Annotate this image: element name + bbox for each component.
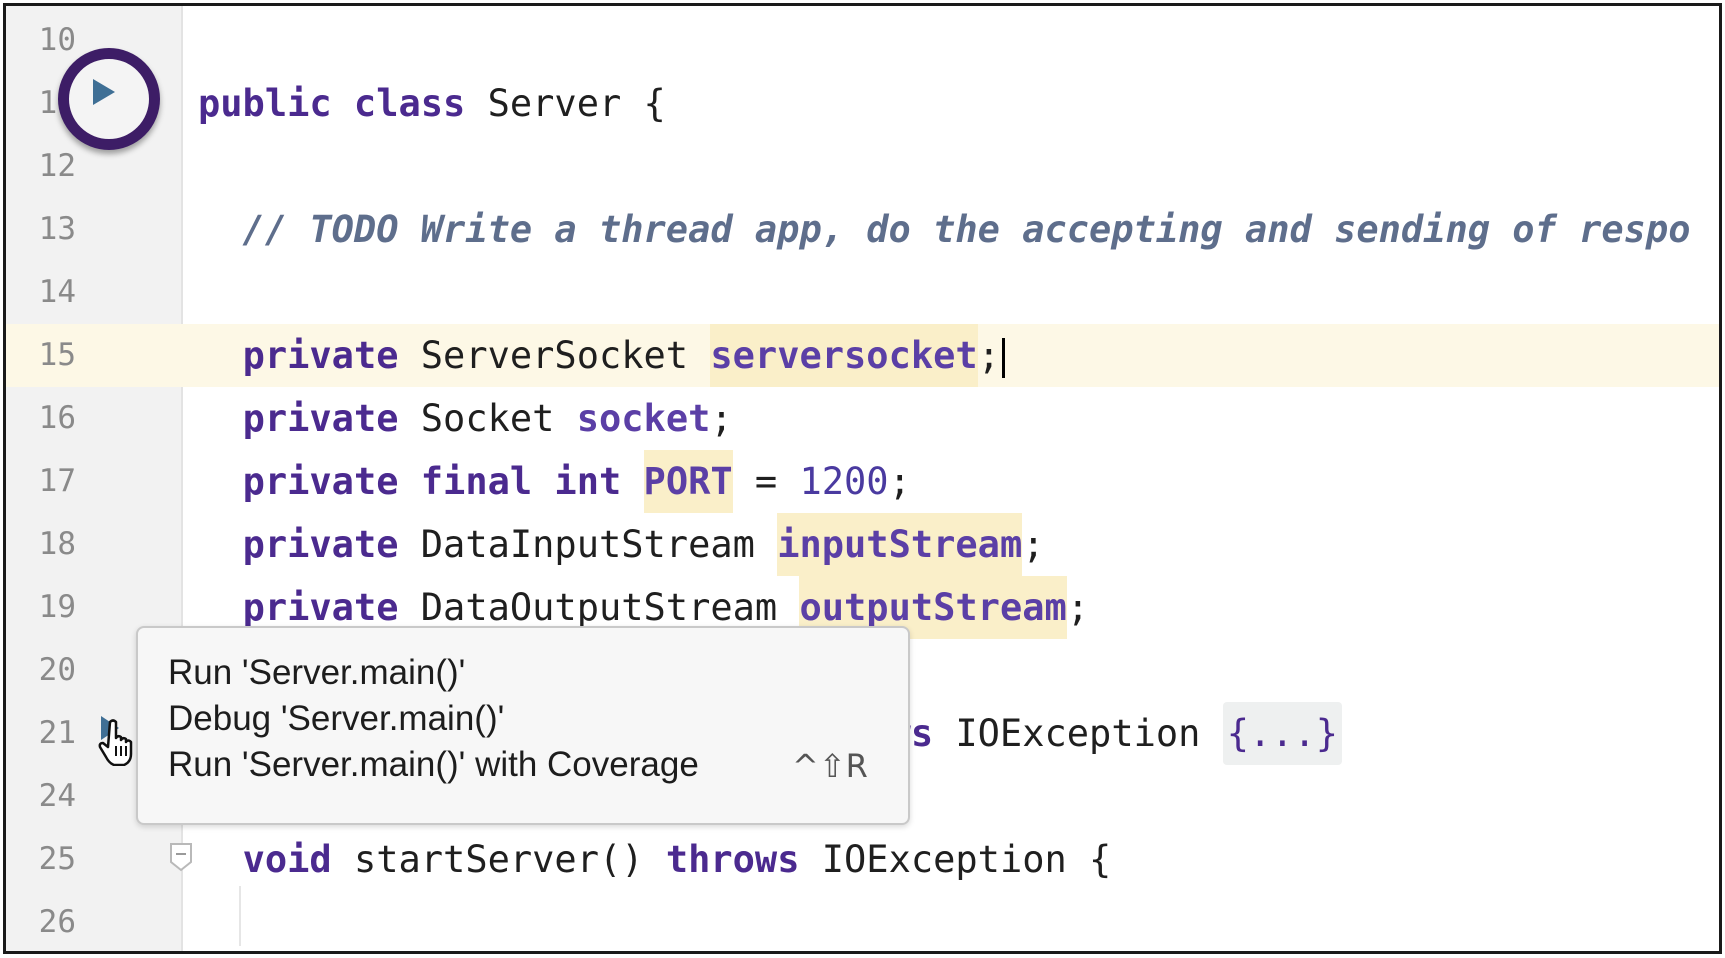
- code-token: ;: [977, 334, 1000, 377]
- line-number: 19: [38, 589, 76, 625]
- code-token: ;: [1066, 586, 1090, 629]
- code-line[interactable]: 24: [6, 765, 1719, 828]
- line-number: 10: [38, 22, 76, 58]
- indent-guide: [239, 886, 241, 946]
- line-number: 24: [38, 778, 76, 814]
- code-token: Server {: [465, 82, 666, 125]
- code-line[interactable]: 10: [6, 9, 1719, 72]
- code-token: ;: [710, 397, 733, 440]
- code-token: {...}: [1222, 702, 1343, 765]
- code-line[interactable]: 14: [6, 261, 1719, 324]
- code-token: private: [242, 334, 399, 377]
- run-triangle-icon: [93, 79, 115, 105]
- code-text[interactable]: void startServer() throws IOException {: [198, 828, 1112, 891]
- code-text[interactable]: private DataOutputStream outputStream;: [198, 576, 1089, 639]
- line-number: 21: [38, 715, 76, 751]
- code-line[interactable]: 13 // TODO Write a thread app, do the ac…: [6, 198, 1719, 261]
- code-text[interactable]: private final int PORT = 1200;: [198, 450, 911, 513]
- code-text[interactable]: // TODO Write a thread app, do the accep…: [198, 198, 1691, 261]
- code-token: [198, 460, 243, 503]
- code-token: startServer(): [331, 838, 666, 881]
- code-token: [198, 397, 243, 440]
- menu-item-run[interactable]: Run 'Server.main()': [168, 653, 466, 692]
- code-line[interactable]: 16 private Socket socket;: [6, 387, 1719, 450]
- line-number: 12: [38, 148, 76, 184]
- menu-item-debug[interactable]: Debug 'Server.main()': [168, 699, 505, 738]
- code-text[interactable]: private DataInputStream inputStream;: [198, 513, 1045, 576]
- line-number: 16: [38, 400, 76, 436]
- code-line[interactable]: 20: [6, 639, 1719, 702]
- code-token: PORT: [643, 450, 733, 513]
- code-token: DataInputStream: [398, 523, 778, 566]
- code-token: IOException {: [799, 838, 1112, 881]
- line-number: 20: [38, 652, 76, 688]
- code-token: void: [242, 838, 332, 881]
- code-token: throws: [665, 838, 800, 881]
- code-token: =: [732, 460, 800, 503]
- run-context-menu: Run 'Server.main()' Debug 'Server.main()…: [136, 626, 910, 825]
- code-token: [198, 586, 243, 629]
- code-token: DataOutputStream: [398, 586, 800, 629]
- code-text[interactable]: public class Server {: [198, 72, 666, 135]
- code-token: private: [242, 586, 399, 629]
- code-token: [198, 523, 243, 566]
- line-number: 14: [38, 274, 76, 310]
- code-line[interactable]: 17 private final int PORT = 1200;: [6, 450, 1719, 513]
- code-token: inputStream: [777, 513, 1023, 576]
- code-line[interactable]: 25 void startServer() throws IOException…: [6, 828, 1719, 891]
- line-number: 15: [38, 337, 76, 373]
- line-number: 17: [38, 463, 76, 499]
- code-line[interactable]: 19 private DataOutputStream outputStream…: [6, 576, 1719, 639]
- code-token: ;: [888, 460, 911, 503]
- line-number: 13: [38, 211, 76, 247]
- hand-pointer-icon: [98, 719, 133, 766]
- menu-item-run-coverage[interactable]: Run 'Server.main()' with Coverage: [168, 745, 699, 784]
- code-token: 1200: [799, 460, 889, 503]
- code-token: ServerSocket: [398, 334, 711, 377]
- code-token: [621, 460, 643, 503]
- code-token: Socket: [398, 397, 577, 440]
- line-number: 25: [38, 841, 76, 877]
- fold-marker-icon[interactable]: [169, 842, 193, 872]
- code-token: [198, 334, 243, 377]
- code-token: public class: [198, 82, 466, 125]
- code-text[interactable]: private ServerSocket serversocket;: [198, 324, 1005, 387]
- line-number: 18: [38, 526, 76, 562]
- code-line[interactable]: 12: [6, 135, 1719, 198]
- line-number: 26: [38, 904, 76, 940]
- code-token: ;: [1022, 523, 1045, 566]
- code-line[interactable]: 18 private DataInputStream inputStream;: [6, 513, 1719, 576]
- run-gutter-button[interactable]: [58, 48, 160, 150]
- code-token: private final int: [242, 460, 622, 503]
- code-token: private: [242, 523, 399, 566]
- text-caret: [1001, 337, 1005, 378]
- code-token: // TODO Write a thread app, do the accep…: [198, 208, 1691, 251]
- code-token: socket: [576, 397, 711, 440]
- code-token: [198, 838, 243, 881]
- code-text[interactable]: private Socket socket;: [198, 387, 733, 450]
- code-line[interactable]: 26: [6, 891, 1719, 951]
- code-token: serversocket: [710, 324, 978, 387]
- shortcut-label: ^⇧R: [792, 747, 868, 785]
- editor-window: 10 11public class Server { 12 13 // TODO Wr…: [3, 3, 1722, 954]
- code-line[interactable]: 11public class Server {: [6, 72, 1719, 135]
- code-line[interactable]: 15 private ServerSocket serversocket;: [6, 324, 1719, 387]
- code-token: private: [242, 397, 399, 440]
- code-token: IOException: [933, 712, 1223, 755]
